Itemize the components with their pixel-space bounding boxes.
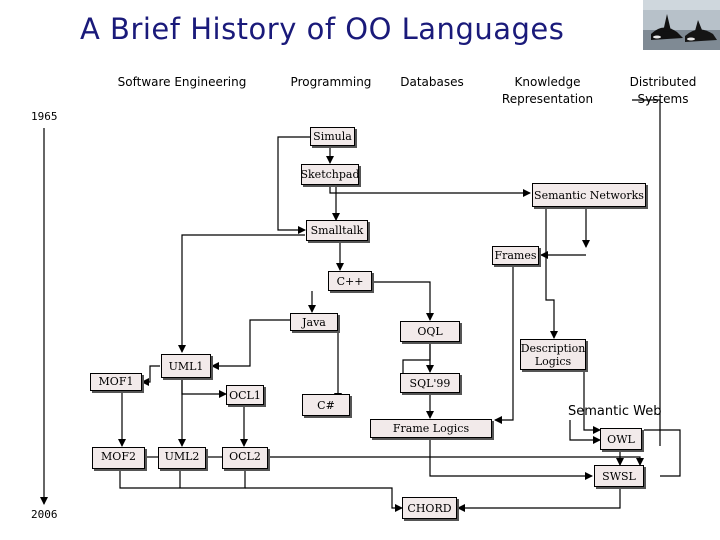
node-mof2: MOF2 xyxy=(92,447,145,469)
edge-distributed-path xyxy=(632,99,661,446)
edge-cpp-oql xyxy=(372,281,434,321)
node-chord: CHORD xyxy=(402,497,457,519)
timeline-start-year: 1965 xyxy=(31,110,58,123)
node-java: Java xyxy=(290,313,338,331)
edge-swsl-loop xyxy=(644,429,681,477)
edge-bracket-chord xyxy=(245,487,403,512)
node-cpp: C++ xyxy=(328,271,372,291)
node-ocl2: OCL2 xyxy=(222,447,268,469)
node-oql: OQL xyxy=(400,321,460,342)
node-ocl1: OCL1 xyxy=(226,385,264,405)
node-smalltalk: Smalltalk xyxy=(306,220,368,241)
node-frame-logics: Frame Logics xyxy=(370,419,492,438)
node-sql99: SQL'99 xyxy=(400,373,460,393)
page-title: A Brief History of OO Languages xyxy=(80,12,565,46)
category-programming: Programming xyxy=(290,75,372,89)
edge-semnet-dl xyxy=(545,207,558,339)
node-csharp: C# xyxy=(302,394,350,416)
node-swsl: SWSL xyxy=(594,465,644,487)
edge-dl-owl xyxy=(583,370,601,434)
node-owl: OWL xyxy=(600,428,642,450)
category-software-engineering: Software Engineering xyxy=(117,75,247,89)
edge-smalltalk-uml1 xyxy=(178,234,305,353)
edge-swsl-chord xyxy=(457,487,621,512)
edge-semweb-owl xyxy=(569,420,601,444)
edge-java-uml1 xyxy=(211,319,290,370)
node-frames: Frames xyxy=(492,246,539,265)
edge-simula-smalltalk xyxy=(277,136,310,234)
category-knowledge-representation: Knowledge Representation xyxy=(501,75,594,106)
edge-ocl2-right xyxy=(268,456,644,466)
node-semantic-networks: Semantic Networks xyxy=(532,183,646,207)
label-semantic-web: Semantic Web xyxy=(568,404,662,419)
node-description-logics: Description Logics xyxy=(520,339,586,370)
edge-sketchpad-semantic-networks xyxy=(329,185,531,197)
node-uml1: UML1 xyxy=(161,354,211,378)
edge-uml1-mof1 xyxy=(141,365,160,386)
node-mof1: MOF1 xyxy=(90,373,142,391)
orca-whales-photo xyxy=(643,0,720,50)
node-sketchpad: Sketchpad xyxy=(300,164,360,185)
edge-frame-logics-swsl xyxy=(429,438,593,480)
category-databases: Databases xyxy=(400,75,464,89)
node-uml2: UML2 xyxy=(158,447,206,469)
category-distributed-systems: Distributed Systems xyxy=(629,75,697,106)
edge-frames-frame-logics xyxy=(494,264,514,424)
timeline-end-year: 2006 xyxy=(31,508,58,521)
node-simula: Simula xyxy=(310,127,355,146)
edge-uml1-ocl1 xyxy=(181,378,227,398)
edge-bottom-bracket xyxy=(119,470,246,489)
